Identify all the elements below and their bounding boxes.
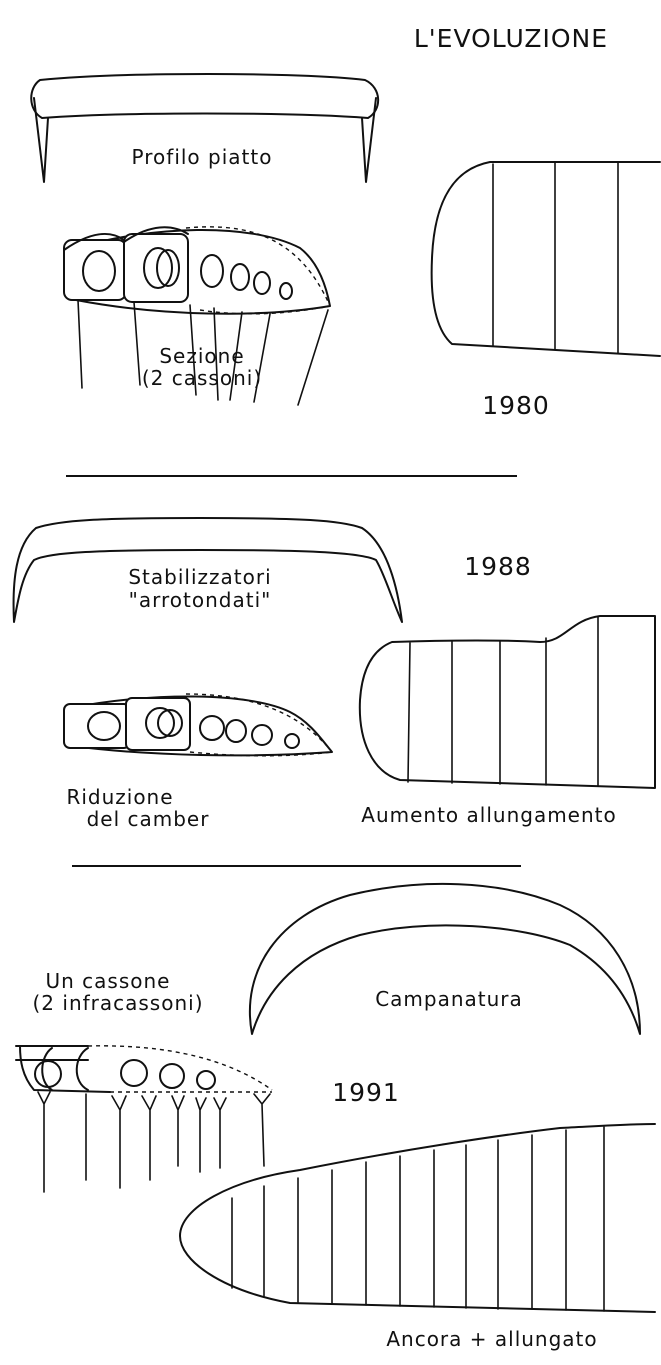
section-1988: 1988 Stabilizzatori "arrotondati" Riduzi… (12, 517, 656, 831)
camber-label-line2: del camber (87, 807, 210, 831)
section-label-line1: Sezione (159, 344, 244, 368)
section-1991: Un cassone (2 infracassoni) Campanatura (15, 882, 656, 1351)
airfoil-section-2-cells (63, 226, 331, 406)
section-1980: Profilo piatto (30, 73, 661, 420)
planform-1991 (179, 1123, 656, 1313)
airfoil-reduced-camber (63, 693, 333, 757)
cell-label-line1: Un cassone (46, 969, 171, 993)
year-1980: 1980 (482, 391, 550, 420)
stabilizers-label-line2: "arrotondati" (129, 588, 272, 612)
section-label-line2: (2 cassoni) (142, 366, 262, 390)
planform-1988 (358, 615, 656, 789)
planform-1980 (430, 161, 661, 357)
flat-wing-front-view (30, 73, 380, 183)
year-1991: 1991 (332, 1078, 400, 1107)
year-1988: 1988 (464, 552, 532, 581)
camber-label-line1: Riduzione (66, 785, 173, 809)
flat-profile-label: Profilo piatto (132, 145, 273, 169)
anhedral-wing-front-view (248, 882, 641, 1035)
anhedral-label: Campanatura (375, 987, 523, 1011)
aspect-label-1991: Ancora + allungato (386, 1327, 597, 1351)
airfoil-single-cell (15, 1045, 273, 1193)
cell-label-line2: (2 infracassoni) (33, 991, 204, 1015)
stabilizers-label-line1: Stabilizzatori (128, 565, 271, 589)
suspension-lines (37, 1091, 271, 1193)
page-title: L'EVOLUZIONE (414, 24, 608, 53)
aspect-label-1988: Aumento allungamento (361, 803, 616, 827)
rounded-stabilizers-front-view (12, 517, 403, 623)
